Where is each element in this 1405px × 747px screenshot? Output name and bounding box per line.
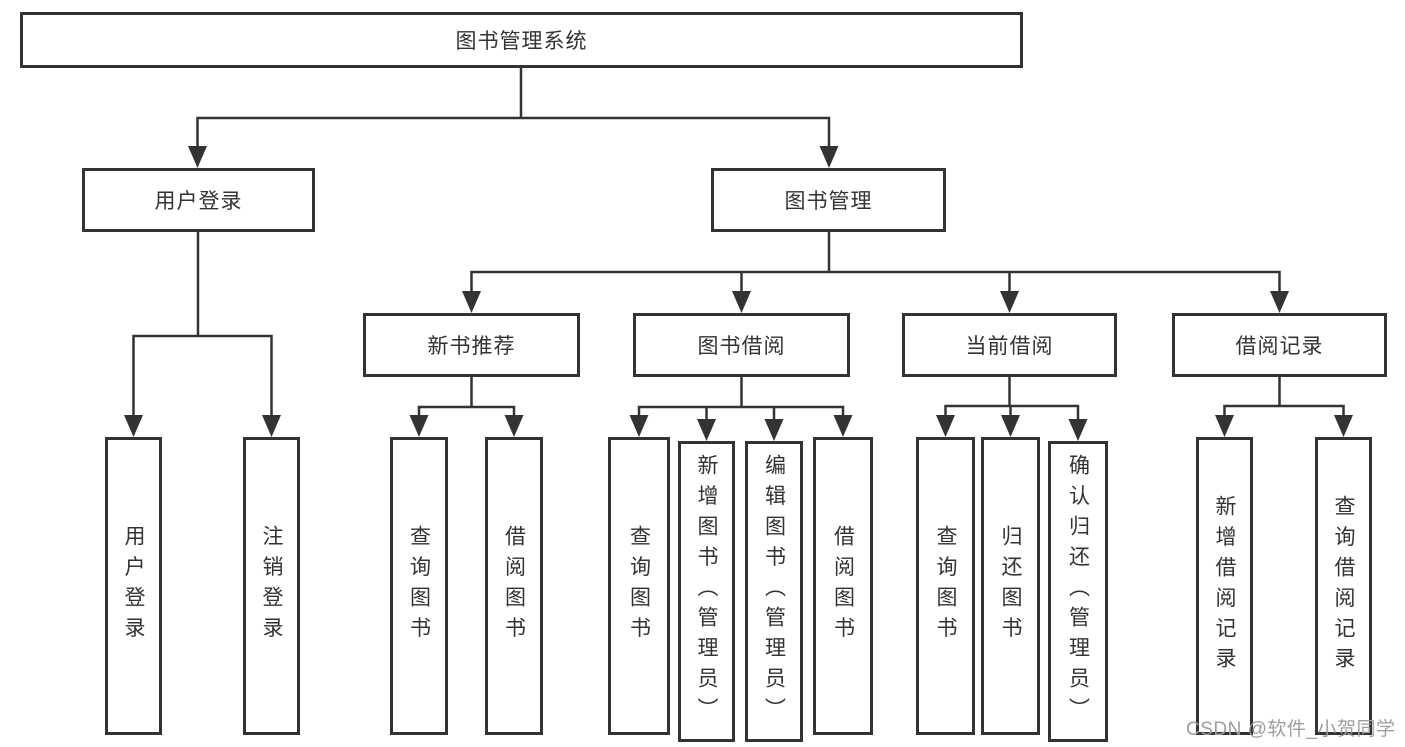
node-book-borrow-label: 图书借阅 bbox=[697, 335, 786, 358]
leaf-confirm-return-admin: 确认归还（管理员） bbox=[1048, 441, 1108, 742]
node-new-book-recommend-label: 新书推荐 bbox=[427, 335, 516, 358]
arrow-down-icon bbox=[1215, 415, 1234, 437]
arrow-down-icon bbox=[504, 415, 524, 437]
connector-borrow-records-children bbox=[1215, 375, 1353, 437]
arrow-down-icon bbox=[409, 415, 429, 437]
arrow-down-icon bbox=[1068, 419, 1088, 441]
node-current-borrow: 当前借阅 bbox=[902, 313, 1117, 377]
arrow-down-icon bbox=[124, 415, 143, 437]
leaf-edit-book-admin: 编辑图书（管理员） bbox=[745, 441, 803, 742]
node-new-book-recommend: 新书推荐 bbox=[363, 313, 580, 377]
connector-book-management-sections bbox=[462, 230, 1289, 313]
leaf-borrow-books-recommend-label: 借阅图书 bbox=[502, 525, 526, 647]
leaf-borrow-books: 借阅图书 bbox=[813, 437, 873, 735]
leaf-query-books-recommend-label: 查询图书 bbox=[407, 525, 431, 647]
leaf-borrow-books-recommend: 借阅图书 bbox=[485, 437, 543, 735]
leaf-query-borrow-record: 查询借阅记录 bbox=[1315, 437, 1372, 735]
arrow-down-icon bbox=[819, 146, 839, 168]
arrow-down-icon bbox=[188, 146, 207, 168]
leaf-logout: 注销登录 bbox=[243, 437, 300, 735]
arrow-down-icon bbox=[764, 419, 784, 441]
leaf-add-borrow-record: 新增借阅记录 bbox=[1196, 437, 1253, 735]
arrow-down-icon bbox=[1001, 415, 1020, 437]
leaf-add-book-admin-label: 新增图书（管理员） bbox=[695, 454, 718, 729]
leaf-return-book-label: 归还图书 bbox=[999, 525, 1022, 647]
connector-user-login-children bbox=[124, 230, 281, 437]
leaf-confirm-return-admin-label: 确认归还（管理员） bbox=[1066, 454, 1090, 729]
arrow-down-icon bbox=[936, 415, 955, 437]
arrow-down-icon bbox=[833, 415, 853, 437]
node-book-management: 图书管理 bbox=[711, 168, 946, 232]
arrow-down-icon bbox=[697, 419, 716, 441]
arrow-down-icon bbox=[262, 415, 281, 437]
arrow-down-icon bbox=[1334, 415, 1353, 437]
leaf-query-books-recommend: 查询图书 bbox=[390, 437, 448, 735]
leaf-query-books-current-label: 查询图书 bbox=[934, 525, 957, 647]
arrow-down-icon bbox=[1270, 291, 1289, 313]
arrow-down-icon bbox=[732, 291, 751, 313]
node-book-management-label: 图书管理 bbox=[784, 190, 873, 213]
connector-book-borrow-children bbox=[629, 375, 853, 441]
leaf-query-books-borrow-label: 查询图书 bbox=[627, 525, 651, 647]
leaf-user-login: 用户登录 bbox=[105, 437, 162, 735]
arrow-down-icon bbox=[629, 415, 649, 437]
connector-current-borrow-children bbox=[936, 375, 1088, 441]
node-user-login: 用户登录 bbox=[82, 168, 315, 232]
leaf-logout-label: 注销登录 bbox=[260, 525, 283, 647]
node-book-borrow: 图书借阅 bbox=[633, 313, 850, 377]
arrow-down-icon bbox=[462, 291, 481, 313]
leaf-borrow-books-label: 借阅图书 bbox=[831, 525, 855, 647]
leaf-add-borrow-record-label: 新增借阅记录 bbox=[1213, 494, 1236, 678]
leaf-edit-book-admin-label: 编辑图书（管理员） bbox=[762, 454, 786, 729]
arrow-down-icon bbox=[1000, 291, 1019, 313]
node-current-borrow-label: 当前借阅 bbox=[965, 335, 1054, 358]
leaf-query-borrow-record-label: 查询借阅记录 bbox=[1332, 494, 1355, 678]
node-borrow-records-label: 借阅记录 bbox=[1235, 335, 1324, 358]
node-user-login-label: 用户登录 bbox=[154, 190, 243, 213]
node-borrow-records: 借阅记录 bbox=[1172, 313, 1387, 377]
leaf-query-books-borrow: 查询图书 bbox=[608, 437, 670, 735]
leaf-user-login-label: 用户登录 bbox=[122, 525, 145, 647]
node-root-label: 图书管理系统 bbox=[455, 30, 588, 53]
leaf-return-book: 归还图书 bbox=[981, 437, 1040, 735]
node-root: 图书管理系统 bbox=[20, 12, 1023, 68]
connector-new-book-children bbox=[409, 375, 524, 437]
leaf-query-books-current: 查询图书 bbox=[916, 437, 975, 735]
csdn-watermark: CSDN @软件_小贺同学 bbox=[1186, 719, 1396, 740]
leaf-add-book-admin: 新增图书（管理员） bbox=[678, 441, 735, 742]
connector-root-to-level2 bbox=[188, 66, 839, 168]
